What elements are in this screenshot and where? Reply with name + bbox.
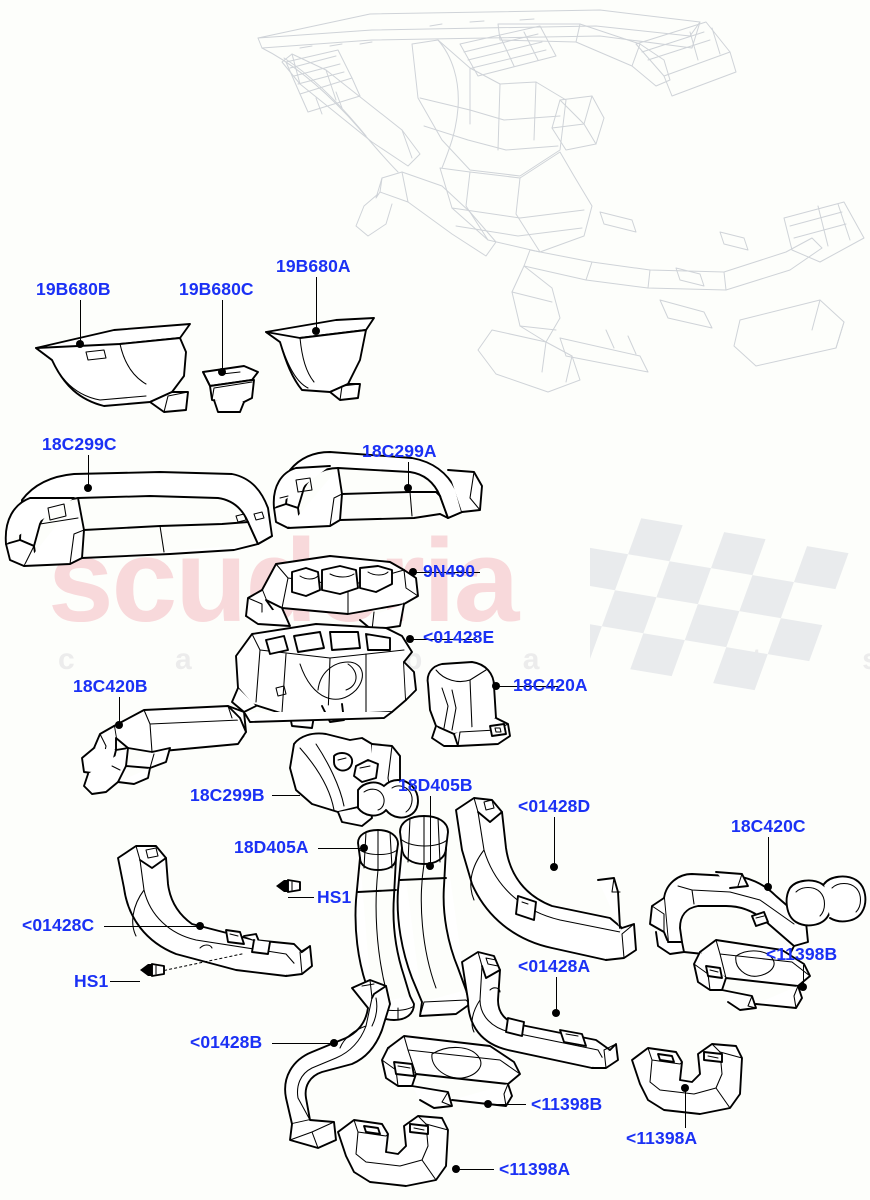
anchor-18c420b [115,721,123,729]
part-duct-18c420b [81,705,247,795]
leader-18c420b [119,697,121,725]
part-vent-9n490 [245,555,419,631]
part-duct-01428d [455,797,637,961]
leader-18d405a [318,848,364,850]
leader-11398b-lower [490,1104,526,1106]
leader-01428c [104,926,200,928]
label-11398b-right[interactable]: <11398B [766,944,838,964]
anchor-19b680c [218,368,226,376]
label-19b680c[interactable]: 19B680C [179,279,254,299]
label-18c299b[interactable]: 18C299B [190,785,265,805]
part-duct-11398a-lower [337,1115,449,1187]
leader-18c299c [88,455,90,488]
leader-19b680b [80,300,82,344]
anchor-01428e [406,635,414,643]
anchor-18d405a [360,844,368,852]
label-18d405b[interactable]: 18D405B [398,775,473,795]
part-screw-hs1-lower [140,963,165,977]
leader-18d405b [430,796,432,866]
anchor-11398a-right [681,1084,689,1092]
leader-19b680a [316,277,318,331]
part-duct-18c420a [426,661,511,747]
part-duct-01428a [461,951,619,1069]
part-duct-19b680a [265,317,375,401]
label-11398b-lower[interactable]: <11398B [531,1094,603,1114]
label-18c299a[interactable]: 18C299A [362,441,437,461]
label-01428d[interactable]: <01428D [518,796,591,816]
leader-hs1-upper [288,897,314,899]
label-18c420b[interactable]: 18C420B [73,676,148,696]
leader-18c299b [272,795,300,797]
label-18c420c[interactable]: 18C420C [731,816,806,836]
leader-11398a-lower [458,1169,494,1171]
anchor-11398a-lower [452,1165,460,1173]
anchor-18c299c [84,484,92,492]
anchor-18c420a [492,682,500,690]
anchor-01428c [196,922,204,930]
leader-01428a [556,977,558,1013]
part-duct-11398b-lower [381,1035,521,1109]
leader-19b680c [222,300,224,372]
leader-18c420c [768,837,770,887]
label-18c299c[interactable]: 18C299C [42,434,117,454]
leader-9n490 [414,572,480,574]
checkered-flag-icon [590,518,849,691]
label-01428a[interactable]: <01428A [518,956,591,976]
anchor-19b680b [76,340,84,348]
label-9n490[interactable]: 9N490 [423,561,476,581]
anchor-01428a [552,1009,560,1017]
label-18d405a[interactable]: 18D405A [234,837,309,857]
leader-01428d [554,817,556,867]
anchor-18c299a [404,484,412,492]
part-duct-19b680b [35,323,191,413]
label-01428b[interactable]: <01428B [190,1032,263,1052]
label-11398a-right[interactable]: <11398A [626,1128,698,1148]
label-01428c[interactable]: <01428C [22,915,95,935]
leader-01428e [412,639,477,641]
label-18c420a[interactable]: 18C420A [513,675,588,695]
label-hs1-upper[interactable]: HS1 [317,887,352,907]
label-hs1-lower[interactable]: HS1 [74,971,109,991]
part-duct-18c299b [289,732,419,827]
anchor-01428d [550,863,558,871]
part-duct-11398a-right [631,1043,743,1115]
anchor-18c420c [764,883,772,891]
anchor-11398b-lower [484,1100,492,1108]
part-duct-19b680c [202,365,259,413]
label-01428e[interactable]: <01428E [423,627,495,647]
leader-18c420a [498,686,558,688]
part-duct-18c299c [4,471,273,567]
part-duct-01428e [231,623,417,729]
part-screw-hs1-upper [276,879,301,893]
label-19b680a[interactable]: 19B680A [276,256,351,276]
anchor-01428b [330,1039,338,1047]
part-duct-18c299a [272,451,483,529]
leader-18c299a [408,462,410,488]
label-11398a-lower[interactable]: <11398A [499,1159,571,1179]
anchor-9n490 [409,568,417,576]
leader-11398a-right [685,1090,687,1128]
leader-hs1-lower [110,981,140,983]
anchor-19b680a [312,327,320,335]
part-duct-01428b [284,979,391,1149]
anchor-11398b-right [799,983,807,991]
part-duct-11398b-right [693,939,811,1011]
label-19b680b[interactable]: 19B680B [36,279,111,299]
part-duct-01428c [117,845,313,977]
leader-01428b [272,1043,334,1045]
anchor-18d405b [426,862,434,870]
leader-11398b-right [803,965,805,987]
part-hose-18d405b [396,815,471,1017]
